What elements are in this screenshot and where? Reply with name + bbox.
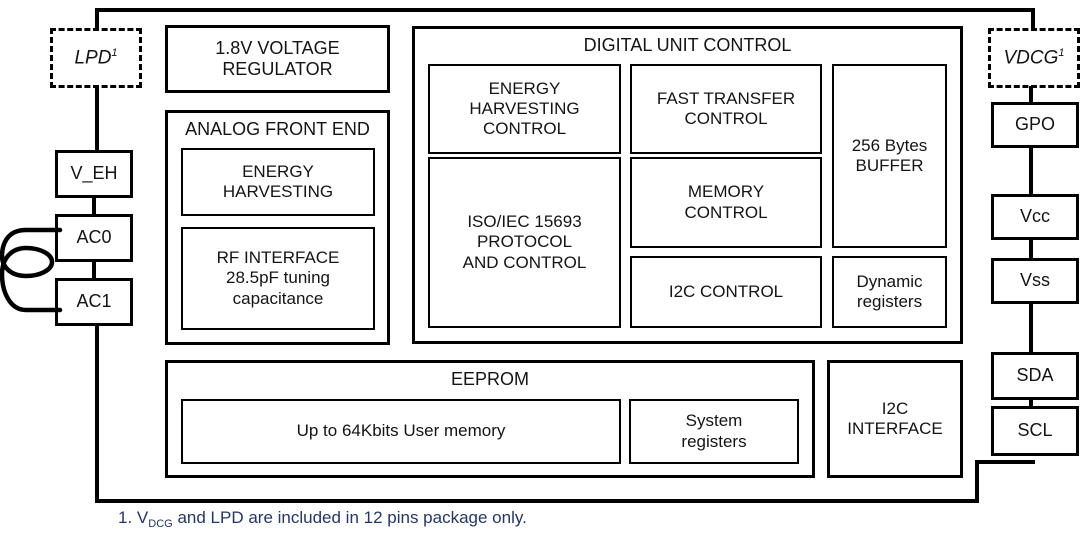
user-memory-line-1: Up to 64Kbits User memory <box>296 421 506 441</box>
buffer-line-2: BUFFER <box>855 156 924 175</box>
system-registers-line-2: registers <box>681 431 747 451</box>
ac1-to-bottom-wire <box>95 326 99 503</box>
pin-v-eh[interactable]: V_EH <box>55 150 133 198</box>
footnote-subscript: DCG <box>148 518 173 530</box>
block-fast-transfer-control[interactable]: FAST TRANSFER CONTROL <box>630 64 822 154</box>
fast-transfer-control-line-1: FAST TRANSFER <box>656 88 796 108</box>
gpo-to-vcc-wire <box>1029 146 1033 196</box>
iso-protocol-line-3: AND CONTROL <box>462 252 587 272</box>
buffer-line-1: 256 Bytes <box>851 135 928 155</box>
pin-sda-label: SDA <box>1016 365 1054 386</box>
lpd-to-veh-wire <box>95 88 99 150</box>
pin-vss[interactable]: Vss <box>991 258 1079 304</box>
footnote-text-before: V <box>136 508 149 527</box>
rf-interface-line-3: capacitance <box>232 288 324 308</box>
fast-transfer-control-line-2: CONTROL <box>684 109 768 128</box>
pad-lpd-text: LPD <box>74 46 112 68</box>
vdcg-to-gpo-wire <box>1029 86 1033 104</box>
pin-gpo-label: GPO <box>1014 114 1055 135</box>
analog-front-end-title: ANALOG FRONT END <box>185 119 370 139</box>
sda-to-scl-wire <box>1029 398 1033 408</box>
rf-interface-line-2: 28.5pF tuning <box>226 268 330 288</box>
scl-bottom-stub-wire <box>975 460 1035 464</box>
pin-sda[interactable]: SDA <box>991 352 1079 400</box>
block-dynamic-registers[interactable]: Dynamic registers <box>832 256 947 328</box>
vcc-to-vss-wire <box>1029 238 1033 260</box>
vss-to-sda-wire <box>1029 302 1033 352</box>
block-user-memory[interactable]: Up to 64Kbits User memory <box>181 399 621 464</box>
pad-lpd[interactable]: LPD1 <box>50 28 142 88</box>
pad-vdcg-superscript: 1 <box>1058 46 1065 59</box>
digital-unit-control-title: DIGITAL UNIT CONTROL <box>583 35 792 55</box>
energy-harvesting-control-line-1: ENERGY <box>488 78 561 98</box>
pin-scl-label: SCL <box>1017 420 1053 441</box>
pin-vcc-label: Vcc <box>1019 206 1050 227</box>
pin-gpo[interactable]: GPO <box>991 102 1079 148</box>
block-energy-harvesting[interactable]: ENERGY HARVESTING <box>181 148 375 216</box>
energy-harvesting-line-1: ENERGY <box>242 161 314 181</box>
block-i2c-control[interactable]: I2C CONTROL <box>630 256 822 328</box>
pin-ac1[interactable]: AC1 <box>55 278 133 326</box>
i2c-interface-line-2: INTERFACE <box>847 419 943 438</box>
pad-vdcg-label: VDCG1 <box>1003 47 1064 70</box>
rf-interface-line-1: RF INTERFACE <box>216 248 340 268</box>
energy-harvesting-control-line-2: HARVESTING <box>469 98 580 118</box>
ac0-to-ac1-wire <box>92 260 96 280</box>
pin-vss-label: Vss <box>1019 270 1050 291</box>
block-buffer[interactable]: 256 Bytes BUFFER <box>832 64 947 248</box>
pin-v-eh-label: V_EH <box>70 163 118 184</box>
iso-protocol-line-1: ISO/IEC 15693 <box>467 212 582 232</box>
iso-protocol-line-2: PROTOCOL <box>476 232 573 252</box>
i2c-interface-line-1: I2C <box>881 398 909 418</box>
outer-bottom-right-wire <box>975 460 979 503</box>
system-registers-line-1: System <box>685 411 743 431</box>
energy-harvesting-control-line-3: CONTROL <box>482 119 567 139</box>
eeprom-title: EEPROM <box>450 369 529 389</box>
voltage-regulator-line-1: 1.8V VOLTAGE <box>215 37 340 58</box>
footnote-text-after: and LPD are included in 12 pins package … <box>172 508 527 527</box>
voltage-regulator-line-2: REGULATOR <box>222 59 333 79</box>
block-memory-control[interactable]: MEMORY CONTROL <box>630 157 822 248</box>
footnote-marker: 1. <box>118 508 133 527</box>
pin-ac0-label: AC0 <box>76 227 112 248</box>
outer-top-wire <box>95 8 1035 12</box>
pad-lpd-superscript: 1 <box>111 46 118 59</box>
pin-ac1-label: AC1 <box>76 291 112 312</box>
block-iso-protocol[interactable]: ISO/IEC 15693 PROTOCOL AND CONTROL <box>428 157 621 328</box>
pad-vdcg[interactable]: VDCG1 <box>988 28 1080 88</box>
memory-control-line-1: MEMORY <box>687 182 765 202</box>
block-system-registers[interactable]: System registers <box>629 399 799 464</box>
block-i2c-interface[interactable]: I2C INTERFACE <box>827 360 963 478</box>
pin-vcc[interactable]: Vcc <box>991 194 1079 240</box>
dynamic-registers-line-2: registers <box>856 292 923 311</box>
pin-scl[interactable]: SCL <box>991 406 1079 456</box>
footnote: 1. VDCG and LPD are included in 12 pins … <box>118 508 527 530</box>
veh-to-ac0-wire <box>92 196 96 216</box>
block-energy-harvesting-control[interactable]: ENERGY HARVESTING CONTROL <box>428 64 621 154</box>
pad-vdcg-text: VDCG <box>1003 46 1059 68</box>
block-rf-interface[interactable]: RF INTERFACE 28.5pF tuning capacitance <box>181 227 375 330</box>
energy-harvesting-line-2: HARVESTING <box>222 182 334 201</box>
block-voltage-regulator[interactable]: 1.8V VOLTAGE REGULATOR <box>165 25 390 93</box>
memory-control-line-2: CONTROL <box>684 202 768 222</box>
dynamic-registers-line-1: Dynamic <box>856 271 923 291</box>
pad-lpd-label: LPD1 <box>74 47 117 70</box>
outer-bottom-wire <box>95 499 979 503</box>
i2c-control-line-1: I2C CONTROL <box>668 281 784 301</box>
antenna-coil-icon <box>0 227 63 313</box>
